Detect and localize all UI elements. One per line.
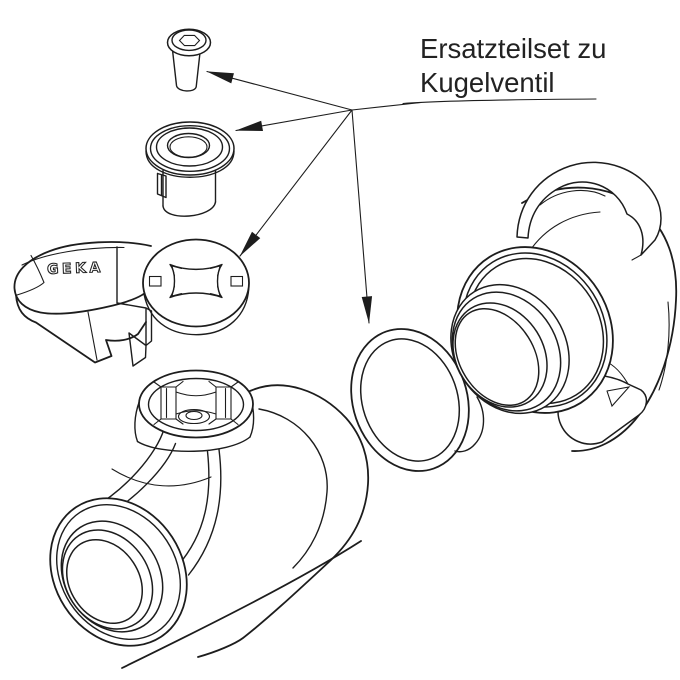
callout: Ersatzteilset zu Kugelventil <box>206 33 606 324</box>
coupling-drawing <box>450 161 678 453</box>
geka-brand-text: GEKA <box>47 260 104 278</box>
coupling-top-claw <box>516 161 662 261</box>
callout-underline <box>402 98 597 105</box>
bushing-drawing <box>145 121 235 217</box>
callout-label-line1: Ersatzteilset zu <box>420 33 606 64</box>
stem-drive-recess <box>153 380 239 426</box>
arrow-to-lever <box>239 109 353 257</box>
screw-drawing <box>166 28 212 92</box>
valve-body-drawing <box>49 369 370 669</box>
arrow-to-screw <box>206 70 353 111</box>
arrow-to-bushing <box>235 109 353 132</box>
arrow-to-o-ring <box>351 109 373 324</box>
callout-label-line2: Kugelventil <box>420 67 555 98</box>
callout-leader <box>351 101 422 111</box>
lever-handle-drawing: GEKA <box>13 238 250 367</box>
o-ring-drawing <box>350 328 470 472</box>
lever-star-cutout <box>148 263 244 299</box>
valve-outlet <box>49 497 188 647</box>
